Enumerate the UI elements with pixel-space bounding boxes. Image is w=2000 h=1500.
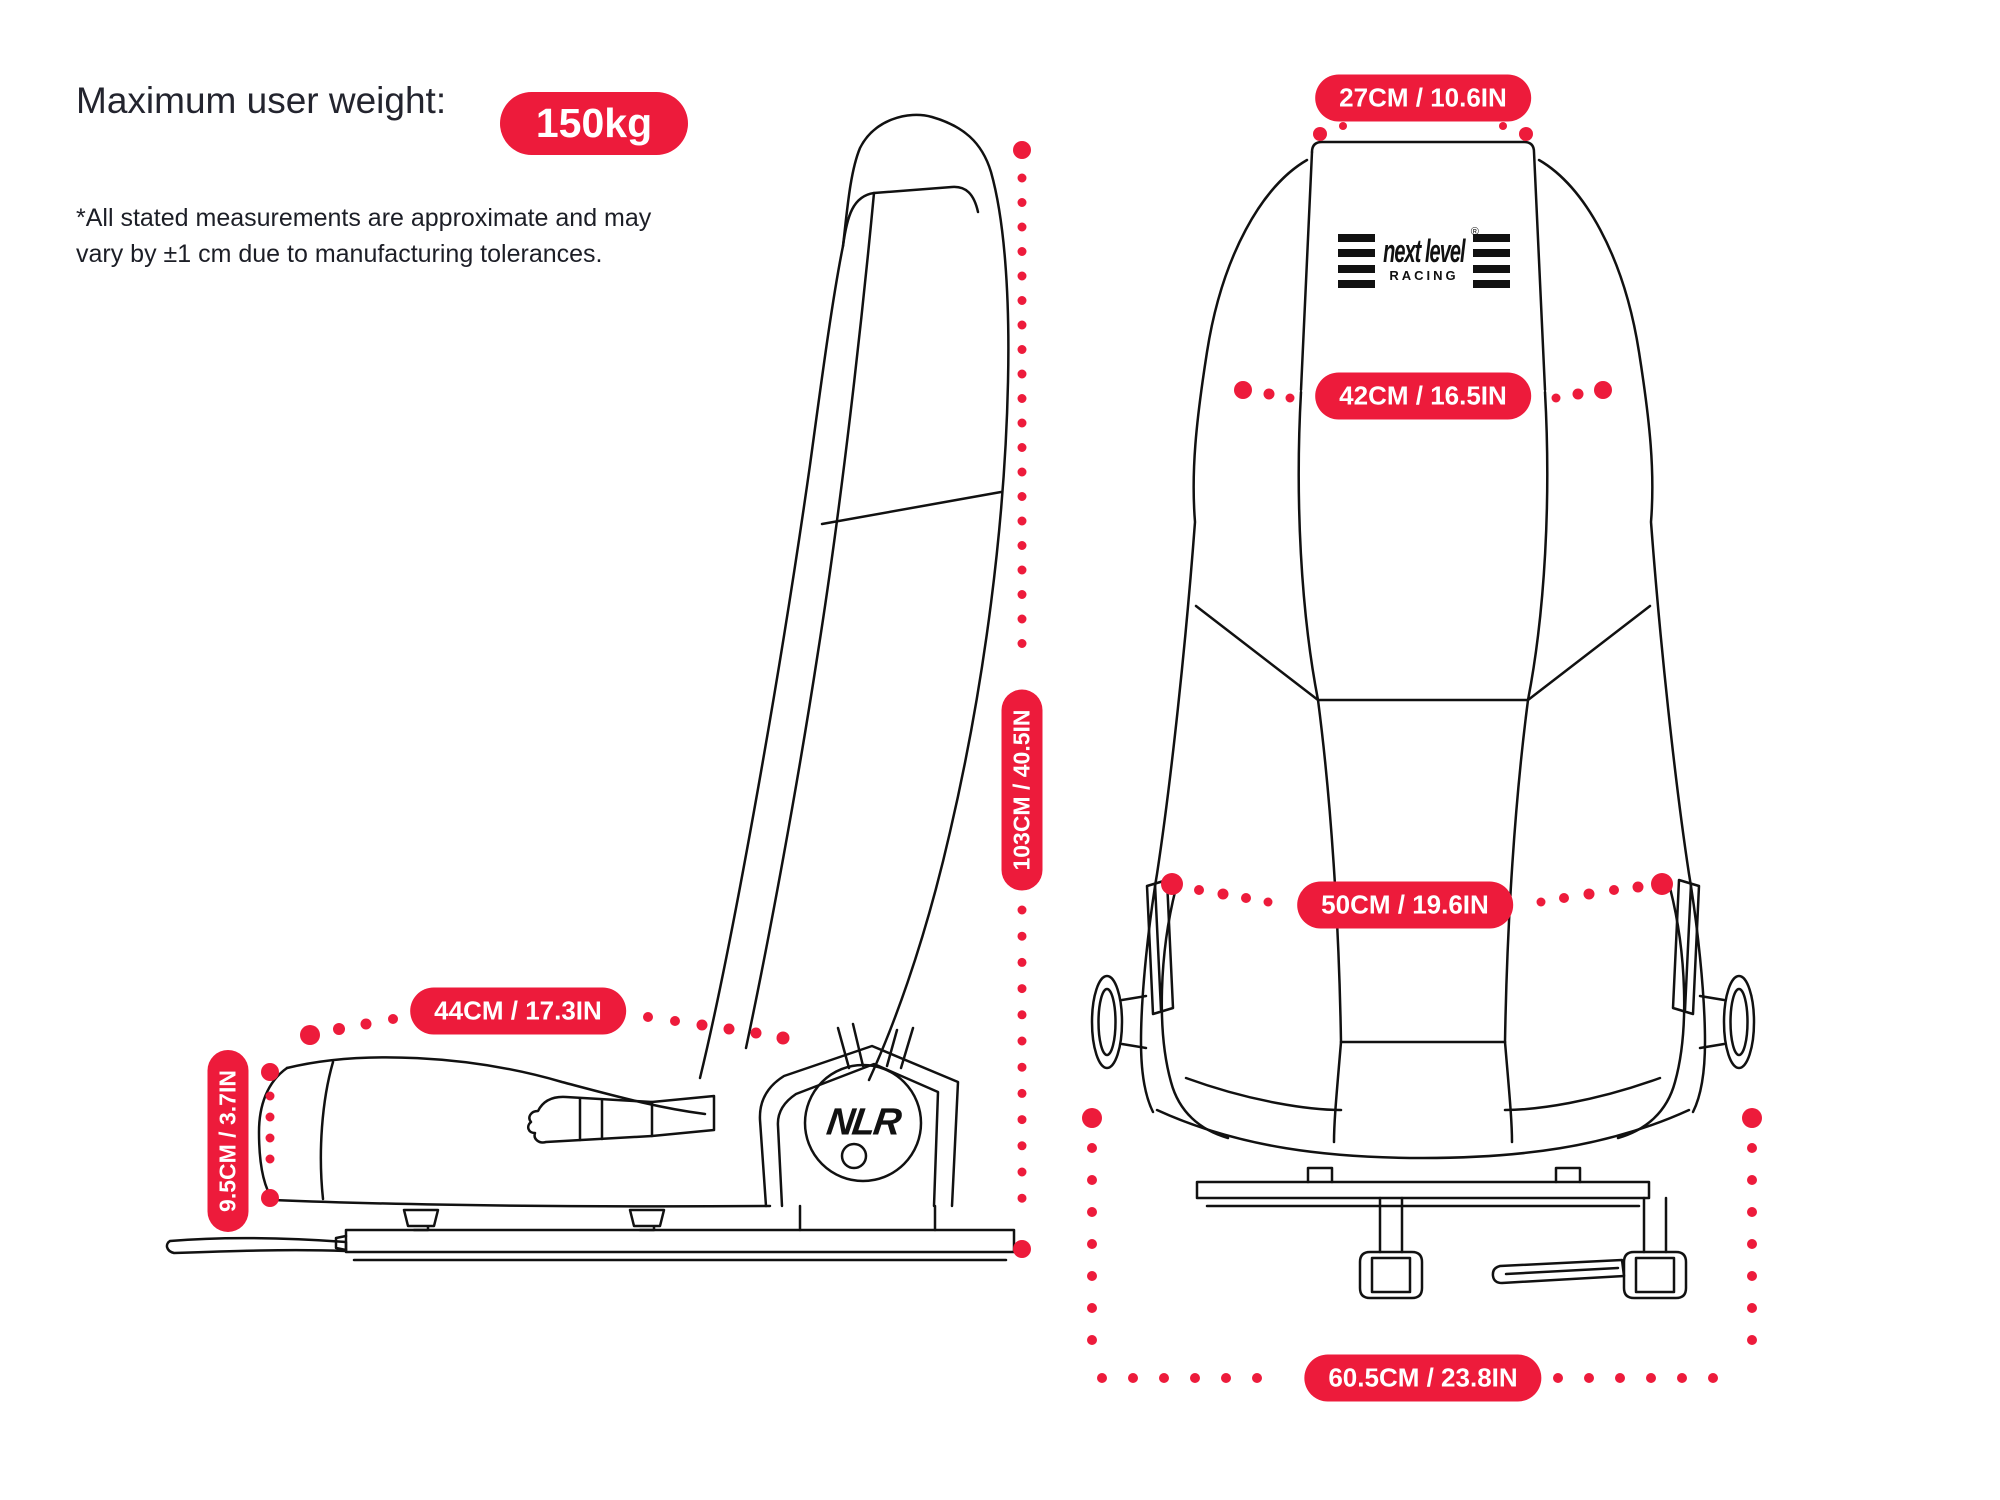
logo-bars-right xyxy=(1472,234,1510,288)
disclaimer-line-2: vary by ±1 cm due to manufacturing toler… xyxy=(76,240,603,268)
dim-pill-seat-width: 50CM / 19.6IN xyxy=(1297,881,1513,929)
nlr-knob-monogram: NLR xyxy=(824,1101,903,1144)
dim-pill-overall-height: 103CM / 40.5IN xyxy=(1001,689,1043,891)
logo-script-text: next level xyxy=(1383,234,1465,270)
dim-pill-seat-depth: 44CM / 17.3IN xyxy=(410,987,626,1035)
dim-pill-shoulder-width: 42CM / 16.5IN xyxy=(1315,372,1531,420)
dim-pill-base-width: 60.5CM / 23.8IN xyxy=(1304,1354,1542,1402)
registered-trademark-icon: ® xyxy=(1470,226,1479,238)
dim-pill-headrest-width: 27CM / 10.6IN xyxy=(1315,74,1531,122)
logo-bars-left xyxy=(1338,234,1376,288)
disclaimer-line-1: *All stated measurements are approximate… xyxy=(76,204,652,232)
front-view-drawing xyxy=(1090,140,1756,1300)
dim-pill-cushion-height: 9.5CM / 3.7IN xyxy=(207,1050,249,1232)
max-weight-label: Maximum user weight: xyxy=(76,80,447,121)
next-level-racing-logo: next level RACING ® xyxy=(1338,226,1510,288)
logo-racing-text: RACING xyxy=(1389,268,1459,283)
recline-knob xyxy=(803,1063,923,1183)
measurement-disclaimer: *All stated measurements are approximate… xyxy=(76,200,651,272)
max-weight-badge: 150kg xyxy=(500,92,688,155)
side-view-drawing xyxy=(165,113,1016,1262)
